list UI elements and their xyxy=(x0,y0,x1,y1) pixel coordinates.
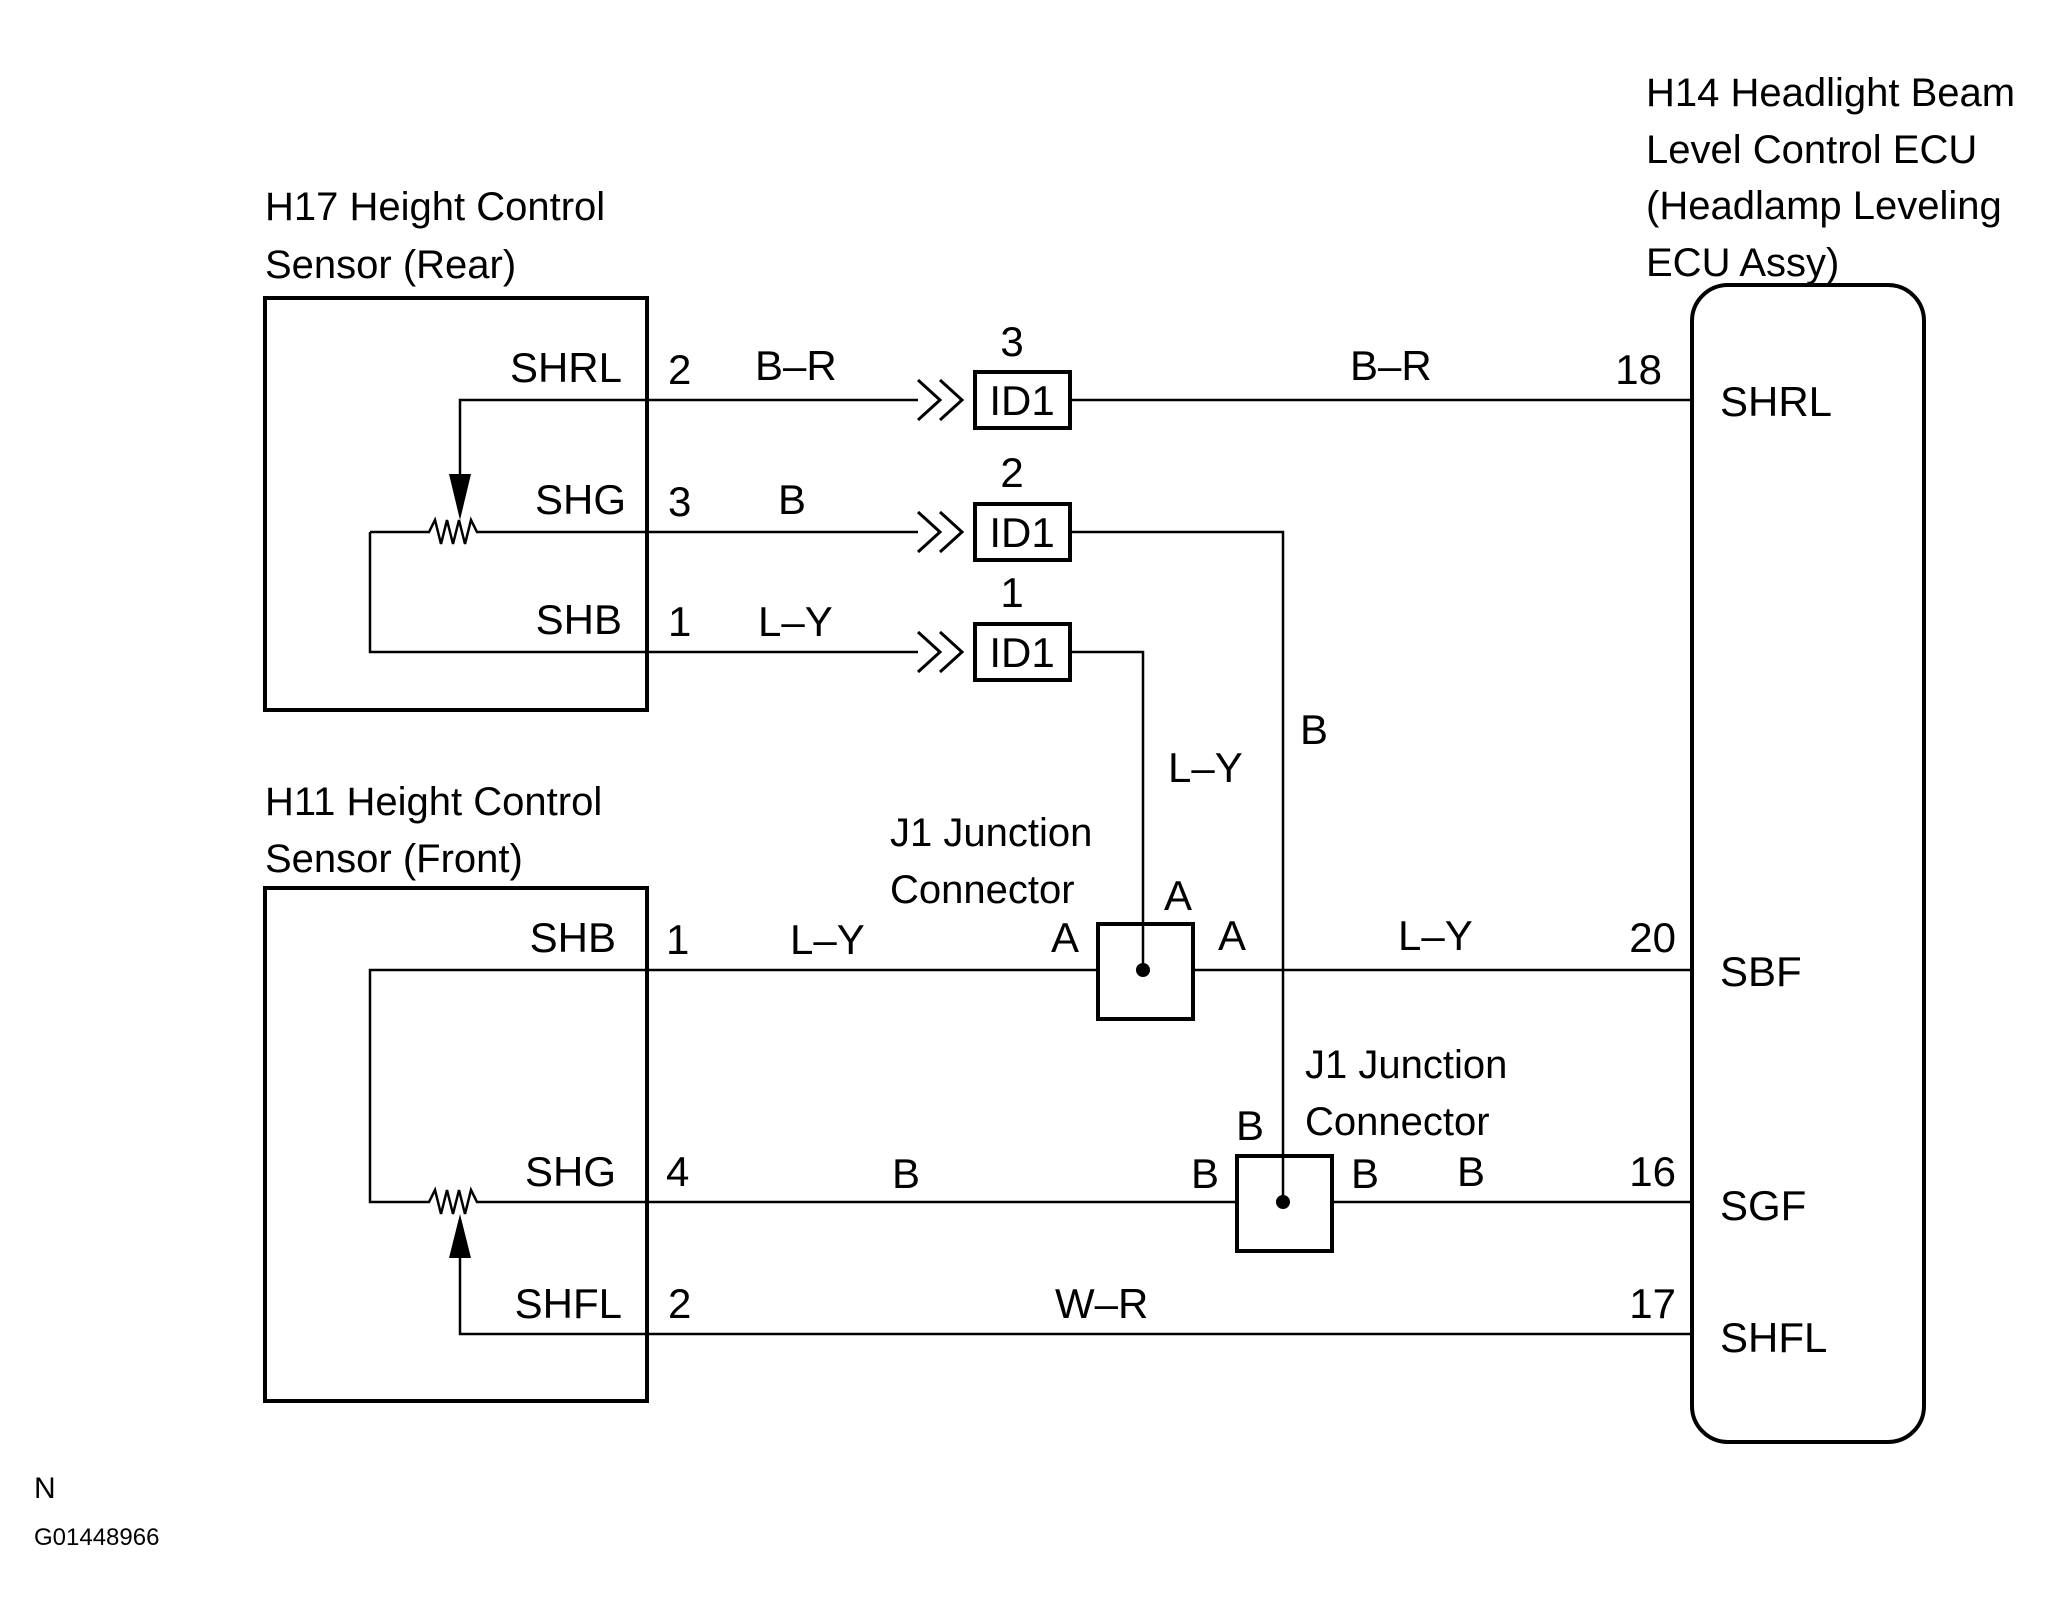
front-pin-shb-number: 1 xyxy=(666,916,689,963)
ecu-pin-sgf-name: SGF xyxy=(1720,1182,1806,1229)
ecu-pin-shfl-number: 17 xyxy=(1629,1280,1676,1327)
junction-a-left-pin: A xyxy=(1051,914,1079,961)
id1-pin2-number: 2 xyxy=(1000,449,1023,496)
ecu-pin-shrl-name: SHRL xyxy=(1720,378,1832,425)
front-wire-shfl-color: W–R xyxy=(1055,1280,1148,1327)
front-pin-shg-name: SHG xyxy=(525,1148,616,1195)
junction-b-title-line1: J1 Junction xyxy=(1305,1043,1507,1087)
front-sensor-box xyxy=(263,886,649,1403)
id1-pin3-number: 3 xyxy=(1000,318,1023,365)
footer-code: G01448966 xyxy=(34,1524,159,1551)
id1-pin2-chevron-icon xyxy=(916,510,965,554)
ecu-box xyxy=(1690,283,1926,1444)
rear-sensor-title-line2: Sensor (Rear) xyxy=(265,243,516,287)
shg-vertical-wire xyxy=(1070,530,1285,1202)
junction-connector-a: J1 Junction Connector A A A xyxy=(890,811,1246,1021)
junction-b-top-pin: B xyxy=(1236,1102,1264,1149)
id1-pin3-label: ID1 xyxy=(989,377,1054,424)
front-sensor: H11 Height Control Sensor (Front) SHB SH… xyxy=(263,780,1692,1403)
junction-b-right-pin: B xyxy=(1351,1150,1379,1197)
id1-pin1-number: 1 xyxy=(1000,569,1023,616)
harness-wires: B–R B L–Y xyxy=(1070,342,1692,1202)
rear-sensor-title-line1: H17 Height Control xyxy=(265,185,605,229)
ecu-sbf-wire-color: L–Y xyxy=(1398,912,1473,959)
front-pin-shfl-number: 2 xyxy=(668,1280,691,1327)
front-pin-shfl-name: SHFL xyxy=(515,1280,622,1327)
rear-wiper-arrow-icon xyxy=(449,474,471,520)
shg-vertical-wire-color: B xyxy=(1300,706,1328,753)
junction-connector-b: J1 Junction Connector B B B xyxy=(1191,1043,1507,1253)
junction-a-splice-dot xyxy=(1136,963,1150,977)
shb-vertical-wire xyxy=(1070,650,1145,970)
junction-a-top-pin: A xyxy=(1164,872,1192,919)
front-wiper-wire xyxy=(458,1256,647,1336)
front-wire-shb-color: L–Y xyxy=(790,916,865,963)
ecu-pin-sbf-number: 20 xyxy=(1629,914,1676,961)
rear-pin-shb-number: 1 xyxy=(668,598,691,645)
ecu-title-line4: ECU Assy) xyxy=(1646,241,1839,285)
rear-pin-shrl-number: 2 xyxy=(668,346,691,393)
ecu-shrl-wire-color: B–R xyxy=(1350,342,1432,389)
ecu-title-line3: (Headlamp Leveling xyxy=(1646,184,2002,228)
rear-wire-shb-color: L–Y xyxy=(758,598,833,645)
rear-pin-shg-name: SHG xyxy=(535,476,626,523)
rear-resistor xyxy=(370,516,647,545)
id1-connectors: ID1 3 ID1 2 ID1 1 xyxy=(916,318,1072,682)
shb-vertical-wire-color: L–Y xyxy=(1168,744,1243,791)
front-wire-shg-color: B xyxy=(892,1150,920,1197)
rear-pin-shb-name: SHB xyxy=(536,596,622,643)
ecu-pin-shrl-number: 18 xyxy=(1615,346,1662,393)
junction-b-title-line2: Connector xyxy=(1305,1100,1490,1144)
ecu-sgf-wire-color: B xyxy=(1457,1148,1485,1195)
id1-pin2-label: ID1 xyxy=(989,509,1054,556)
rear-shb-internal-wire xyxy=(368,532,647,654)
rear-pin-shg-number: 3 xyxy=(668,478,691,525)
front-pin-shg-number: 4 xyxy=(666,1148,689,1195)
front-sensor-title-line2: Sensor (Front) xyxy=(265,837,523,881)
ecu-title-line2: Level Control ECU xyxy=(1646,128,1977,172)
junction-a-title-line2: Connector xyxy=(890,868,1075,912)
rear-sensor-box xyxy=(263,296,649,712)
ecu-pin-sbf-name: SBF xyxy=(1720,948,1802,995)
ecu-pin-sgf-number: 16 xyxy=(1629,1148,1676,1195)
junction-b-box xyxy=(1235,1154,1334,1253)
front-sensor-title-line1: H11 Height Control xyxy=(265,780,602,824)
junction-a-title-line1: J1 Junction xyxy=(890,811,1092,855)
junction-b-left-pin: B xyxy=(1191,1150,1219,1197)
rear-pin-shrl-name: SHRL xyxy=(510,344,622,391)
id1-pin1-label: ID1 xyxy=(989,629,1054,676)
rear-wire-shrl-color: B–R xyxy=(755,342,837,389)
junction-b-splice-dot xyxy=(1276,1195,1290,1209)
front-resistor xyxy=(368,968,647,1215)
junction-a-box xyxy=(1096,922,1195,1021)
id1-pin3-chevron-icon xyxy=(916,378,965,422)
ecu-title-line1: H14 Headlight Beam xyxy=(1646,71,2015,115)
rear-wiper-wire xyxy=(458,398,647,476)
front-pin-shb-name: SHB xyxy=(530,914,616,961)
front-wiper-arrow-icon xyxy=(449,1214,471,1258)
ecu: H14 Headlight Beam Level Control ECU (He… xyxy=(1615,71,2015,1444)
id1-pin1-chevron-icon xyxy=(916,630,965,674)
junction-a-right-pin: A xyxy=(1218,912,1246,959)
footer-letter: N xyxy=(34,1472,56,1505)
rear-sensor: H17 Height Control Sensor (Rear) SHRL SH… xyxy=(263,185,918,712)
rear-wire-shg-color: B xyxy=(778,476,806,523)
ecu-pin-shfl-name: SHFL xyxy=(1720,1314,1827,1361)
